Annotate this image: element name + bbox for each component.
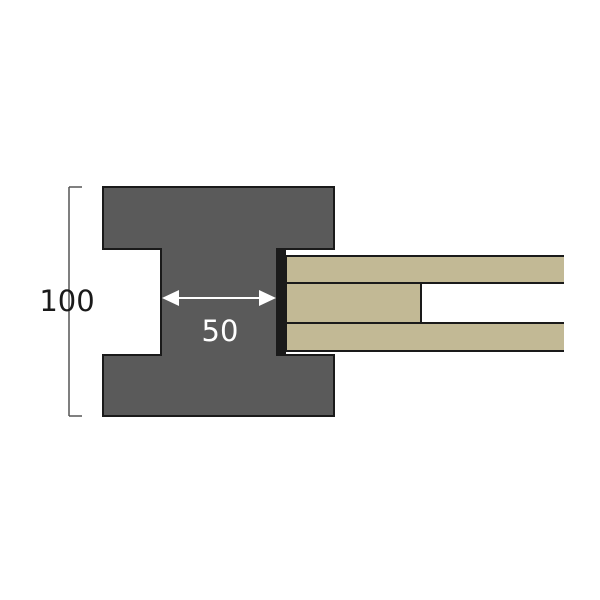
board-top [285,255,577,284]
board-bottom [285,322,577,352]
width-dimension-label: 50 [202,314,239,348]
width-dimension-right-arrowhead [259,290,276,306]
i-profile [102,186,335,417]
width-dimension [162,290,276,306]
right-edge-mask [564,240,600,370]
interface-strip [277,250,286,356]
height-dimension [68,186,82,417]
width-dimension-left-arrowhead [162,290,179,306]
board-assembly [285,255,577,352]
height-dimension-label: 100 [39,284,94,318]
board-middle [285,282,422,324]
